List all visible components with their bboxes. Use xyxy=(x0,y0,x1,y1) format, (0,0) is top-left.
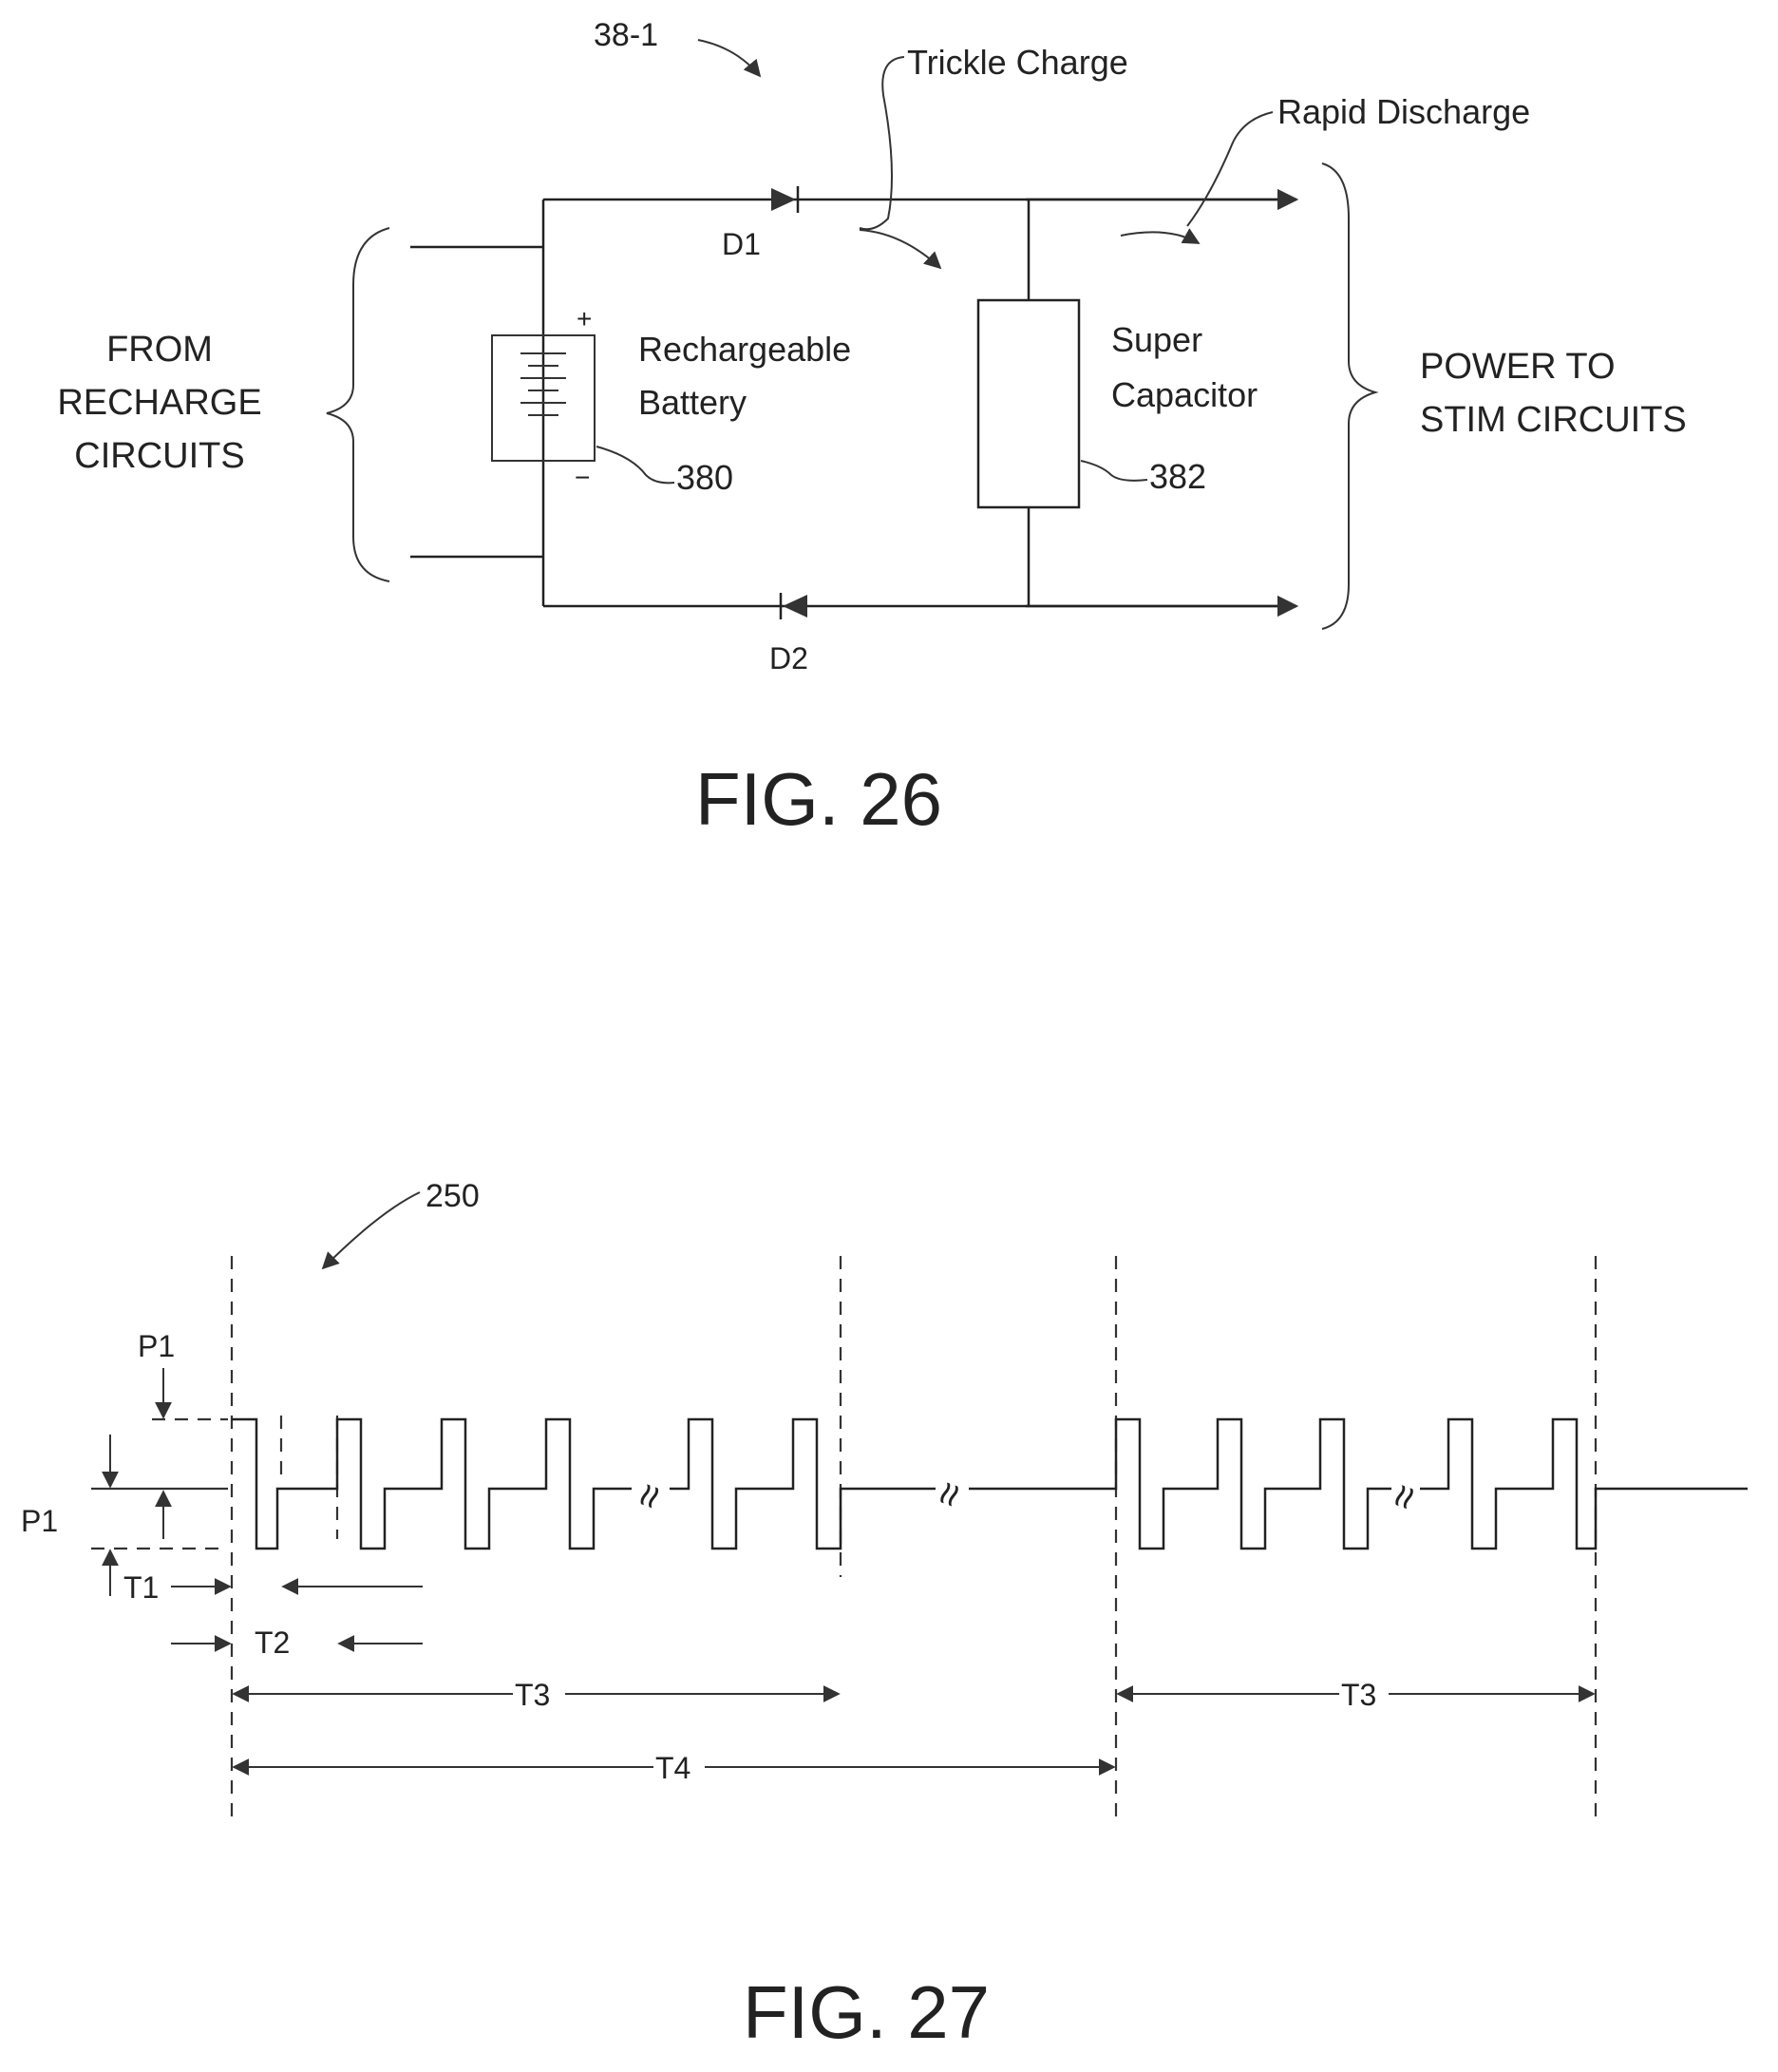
rapid-discharge-leader xyxy=(1187,112,1273,226)
waveform-burst-1 xyxy=(232,1419,632,1549)
waveform-burst-1-tail xyxy=(670,1419,936,1549)
capacitor-ref-leader xyxy=(1081,461,1147,481)
trickle-charge-leader xyxy=(860,57,904,229)
battery-label-line1: Rechargeable xyxy=(638,330,851,369)
power-label-line1: POWER TO xyxy=(1420,347,1616,387)
fig27-ref-arrow xyxy=(323,1192,420,1268)
t2-label: T2 xyxy=(255,1625,290,1660)
fig27-ref-label: 250 xyxy=(426,1178,480,1214)
right-brace xyxy=(1322,163,1375,629)
capacitor-label-line2: Capacitor xyxy=(1111,375,1258,414)
battery-ref-label: 380 xyxy=(676,458,733,497)
from-label-line1: FROM xyxy=(106,330,213,370)
waveform-burst-2-tail xyxy=(1420,1419,1748,1549)
waveform-burst-2 xyxy=(969,1419,1391,1549)
left-brace xyxy=(327,228,389,581)
fig26-circuit-diagram: 38-1 D1 D2 + − Rechargeable xyxy=(57,17,1686,841)
fig26-caption: FIG. 26 xyxy=(695,757,942,841)
rapid-discharge-label: Rapid Discharge xyxy=(1277,92,1530,131)
t4-label: T4 xyxy=(655,1751,690,1785)
fig27-caption: FIG. 27 xyxy=(743,1970,990,2054)
fig27-waveform-diagram: 250 ≈ ≈ ≈ P1 P1 T1 T2 xyxy=(21,1178,1748,2054)
capacitor-ref-label: 382 xyxy=(1149,457,1206,496)
from-label-line3: CIRCUITS xyxy=(74,436,244,476)
battery-plus-label: + xyxy=(577,304,592,333)
t3b-label: T3 xyxy=(1341,1678,1376,1712)
break-symbol-1: ≈ xyxy=(624,1477,675,1514)
t3-label: T3 xyxy=(515,1678,550,1712)
d2-label: D2 xyxy=(769,641,808,675)
battery-ref-leader xyxy=(596,447,674,483)
trickle-charge-arrow xyxy=(860,230,940,268)
p1-top-label: P1 xyxy=(138,1329,175,1363)
capacitor-label-line1: Super xyxy=(1111,320,1202,359)
d1-label: D1 xyxy=(722,227,761,261)
fig26-ref-arrow xyxy=(698,40,760,76)
fig26-ref-label: 38-1 xyxy=(594,17,658,53)
trickle-charge-label: Trickle Charge xyxy=(907,43,1128,82)
p1-left-label: P1 xyxy=(21,1504,58,1538)
battery-minus-label: − xyxy=(575,463,590,492)
super-capacitor-icon xyxy=(978,300,1079,507)
diode-d1-icon xyxy=(771,186,798,213)
break-symbol-2: ≈ xyxy=(923,1475,974,1512)
battery-label-line2: Battery xyxy=(638,383,747,422)
diode-d2-icon xyxy=(781,593,807,619)
power-label-line2: STIM CIRCUITS xyxy=(1420,400,1687,440)
t1-label: T1 xyxy=(123,1570,159,1605)
break-symbol-3: ≈ xyxy=(1378,1478,1429,1515)
rapid-discharge-arrow xyxy=(1121,232,1199,243)
from-label-line2: RECHARGE xyxy=(57,383,261,423)
